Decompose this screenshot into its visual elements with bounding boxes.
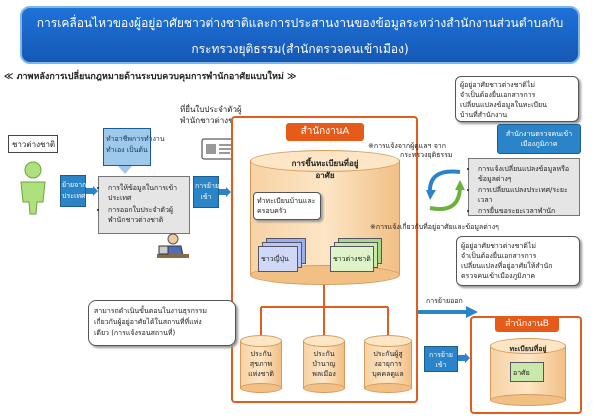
insurance-elderly-label-2: งอายุการ [374,360,402,368]
title-line-2: กระทรวงยุติธรรม(สำนักตรวจคนเข้าเมือง) [191,42,409,56]
arrival-label-2: พำนักชาวต่างชาติ [180,116,244,125]
insurance-pension-db: ประกัน บำนาญ พลเมือง [303,335,345,395]
office-b-card: อาศัย [510,362,544,382]
employer-label-1: ทำอาชีพการทำงาน [106,135,165,143]
top-right-note-4: บ้านที่สำนักงาน [460,111,508,119]
one-stop-note-1: สามารถดำเนินขั้นตอนในงานธุรกรรม [94,307,208,315]
title-banner: การเคลื่อนไหวของผู้อยู่อาศัยชาวต่างชาติแ… [20,6,580,64]
top-right-note-1: ผู้อยู่อาศัยชาวต่างชาติไม่ [460,81,535,89]
foreigner-label-box: ชาวต่างชาติ [8,135,58,153]
immigration-item: การแจ้งเปลี่ยนแปลงข้อมูลหรือข้อมูลต่างๆ [478,164,579,184]
foreigner-person-icon [20,161,46,215]
subtitle-mark: ≫ [286,72,297,82]
top-right-note-2: จำเป็นต้องยื่นเอกสารการ [460,91,536,99]
arrow-right-icon [458,353,470,363]
overseas-item: การให้ข้อมูลในการเข้าประเทศ [108,183,189,203]
notice-top-1: ※การแจ้งจากผู้ดูแลฯ จาก [368,142,446,150]
notice-bottom: ※การแจ้งเกี่ยวกับที่อยู่อาศัยและข้อมูลต่… [370,223,499,231]
notice-top-2: กระทรวงยุติธรรม [400,151,453,159]
one-stop-note-2: เกี่ยวกับผู้อยู่อาศัยได้ในสถานที่ที่แห่ง [94,318,202,326]
registry-note-2: ครอบครัว [257,207,287,215]
arrival-label: ที่ยื่นใบประจำตัวผู้ พำนักชาวต่างชาติ [180,104,280,134]
japanese-card-label: ชาวญี่ปุ่น [261,255,289,263]
japanese-card: ชาวญี่ปุ่น [258,246,298,272]
overseas-label-1: ย้ายจากต่าง [62,181,99,189]
immigration-items-note: การแจ้งเปลี่ยนแปลงข้อมูลหรือข้อมูลต่างๆ … [468,158,580,216]
insurance-pension-label-2: บำนาญ [312,360,336,368]
office-b-registry: ทะเบียนที่อยู่ อาศัย [490,338,566,408]
top-right-note: ผู้อยู่อาศัยชาวต่างชาติไม่ จำเป็นต้องยื่… [455,76,579,122]
overseas-label-2: ประเทศ [62,192,86,200]
registry-title-1: การขึ้นทะเบียนที่อยู่ [291,159,359,168]
arrow-right-icon [86,186,98,196]
registry-note-1: ทำทะเบียนบ้านและ [257,197,316,205]
connector-lines [260,285,389,335]
office-b-registry-label: ทะเบียนที่อยู่ [509,345,547,353]
move-in-label-box: การย้าย เข้า [193,176,219,208]
insurance-pension-label-3: พลเมือง [312,370,336,378]
move-to-b-label: การย้ายเข้า [428,351,454,369]
employer-label-2: ทำเอง เป็นต้น [106,146,148,154]
insurance-health-db: ประกัน สุขภาพ แห่งชาติ [240,335,282,395]
immigration-office-label-1: สำนักงานตรวจคนเข้า [505,130,573,138]
one-stop-note: สามารถดำเนินขั้นตอนในงานธุรกรรม เกี่ยวกั… [88,300,236,346]
insurance-health-label-3: แห่งชาติ [248,370,274,378]
overseas-items-note: การให้ข้อมูลในการเข้าประเทศ การออกใบประจ… [98,176,190,234]
subtitle-text: ภาพหลังการเปลี่ยนกฎหมายด้านระบบควบคุมการ… [16,72,284,82]
arrow-right-icon [418,306,478,318]
move-in-label-2: เข้า [200,193,212,201]
move-in-label-1: การย้าย [195,182,220,190]
top-right-note-3: เปลี่ยนแปลงข้อมูลในทะเบียน [460,101,547,109]
foreign-card: ชาวต่างชาติ [330,246,374,272]
move-out-label: การย้ายออก [426,297,463,305]
immigration-office-box: สำนักงานตรวจคนเข้า เมืองภูมิภาค [497,124,581,154]
insurance-elderly-label-3: บุคคลดูแล [372,370,404,378]
foreign-card-label: ชาวต่างชาติ [333,255,371,263]
registry-note: ทำทะเบียนบ้านและ ครอบครัว [253,192,321,220]
overseas-item: การออกใบประจำตัวผู้พำนักชาวต่างชาติ [108,205,189,225]
registry-title-2: อาศัย [315,171,335,180]
office-b-card-label: อาศัย [513,369,530,377]
sync-cycle-icon [426,169,465,211]
immigration-office-label-2: เมืองภูมิภาค [520,140,558,148]
insurance-health-label-2: สุขภาพ [249,360,273,368]
insurance-pension-label-1: ประกัน [313,350,335,358]
arrow-down-icon [118,166,132,174]
immigration-item: การเปลี่ยนแปลงประเทศ/ระยะเวลา [478,185,579,205]
mid-right-note-4: ตรวจคนเข้าเมืองภูมิภาค [461,272,535,280]
foreigner-label: ชาวต่างชาติ [12,140,56,149]
mid-right-note-1: ผู้อยู่อาศัยชาวต่างชาติไม่ [461,242,536,250]
office-a-title: สำนักงานA [286,123,364,141]
overseas-label-box: ย้ายจากต่าง ประเทศ [60,175,99,207]
mid-right-note-3: เปลี่ยนแปลงที่อยู่อาศัยให้สำนัก [461,262,553,270]
arrival-label-1: ที่ยื่นใบประจำตัวผู้ [180,105,242,114]
immigration-item: การยื่นขอระยะเวลาพำนัก [478,206,579,216]
insurance-elderly-db: ประกันผู้สู งอายุการ บุคคลดูแล [364,335,412,395]
subtitle-mark: ≪ [4,72,14,82]
move-to-b-box: การย้ายเข้า [424,346,458,372]
one-stop-note-3: เดียว (การแจ้งรอนสถานที่) [94,329,176,337]
insurance-health-label-1: ประกัน [250,350,272,358]
office-b-title: สำนักงานB [495,316,559,332]
arrow-right-icon [219,187,231,197]
title-line-1: การเคลื่อนไหวของผู้อยู่อาศัยชาวต่างชาติแ… [36,16,564,30]
mid-right-note: ผู้อยู่อาศัยชาวต่างชาติไม่ จำเป็นต้องยื่… [456,236,580,286]
office-worker-icon [157,233,189,258]
insurance-elderly-label-1: ประกันผู้สู [373,350,403,358]
subtitle: ≪ ภาพหลังการเปลี่ยนกฎหมายด้านระบบควบคุมก… [4,70,404,84]
employer-label-box: ทำอาชีพการทำงาน ทำเอง เป็นต้น [103,128,165,166]
mid-right-note-2: จำเป็นต้องยื่นเอกสารการ [461,252,537,260]
